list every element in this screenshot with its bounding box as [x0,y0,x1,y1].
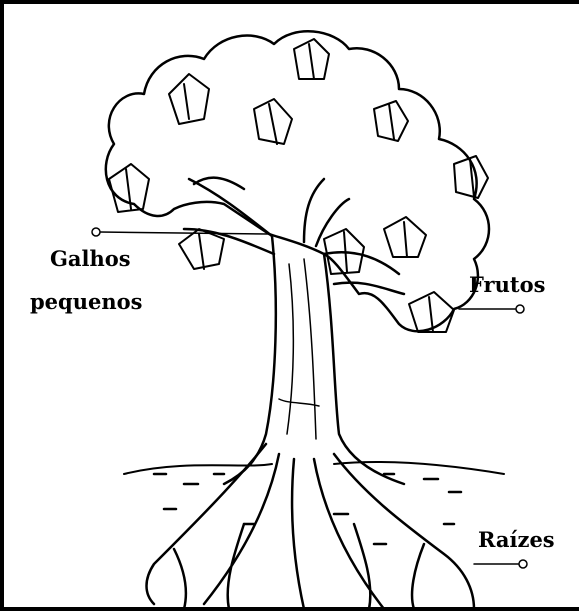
tree-illustration [91,30,528,611]
label-raizes: Raízes [478,527,555,552]
tree-trunk [222,234,406,486]
branch-left [182,176,276,256]
label-frutos: Frutos [469,272,546,297]
ground-line [123,461,505,475]
leader-raizes [473,559,528,569]
label-pequenos: pequenos [30,289,143,314]
branch-top [302,177,351,248]
tree-roots [145,442,476,611]
fruit-clusters [108,38,489,333]
label-galhos: Galhos [50,246,131,271]
leader-frutos [458,304,525,314]
soil-dashes [152,472,463,546]
trunk-inner-lines [278,258,320,440]
tree-canopy [104,30,491,333]
leader-galhos [91,227,270,237]
